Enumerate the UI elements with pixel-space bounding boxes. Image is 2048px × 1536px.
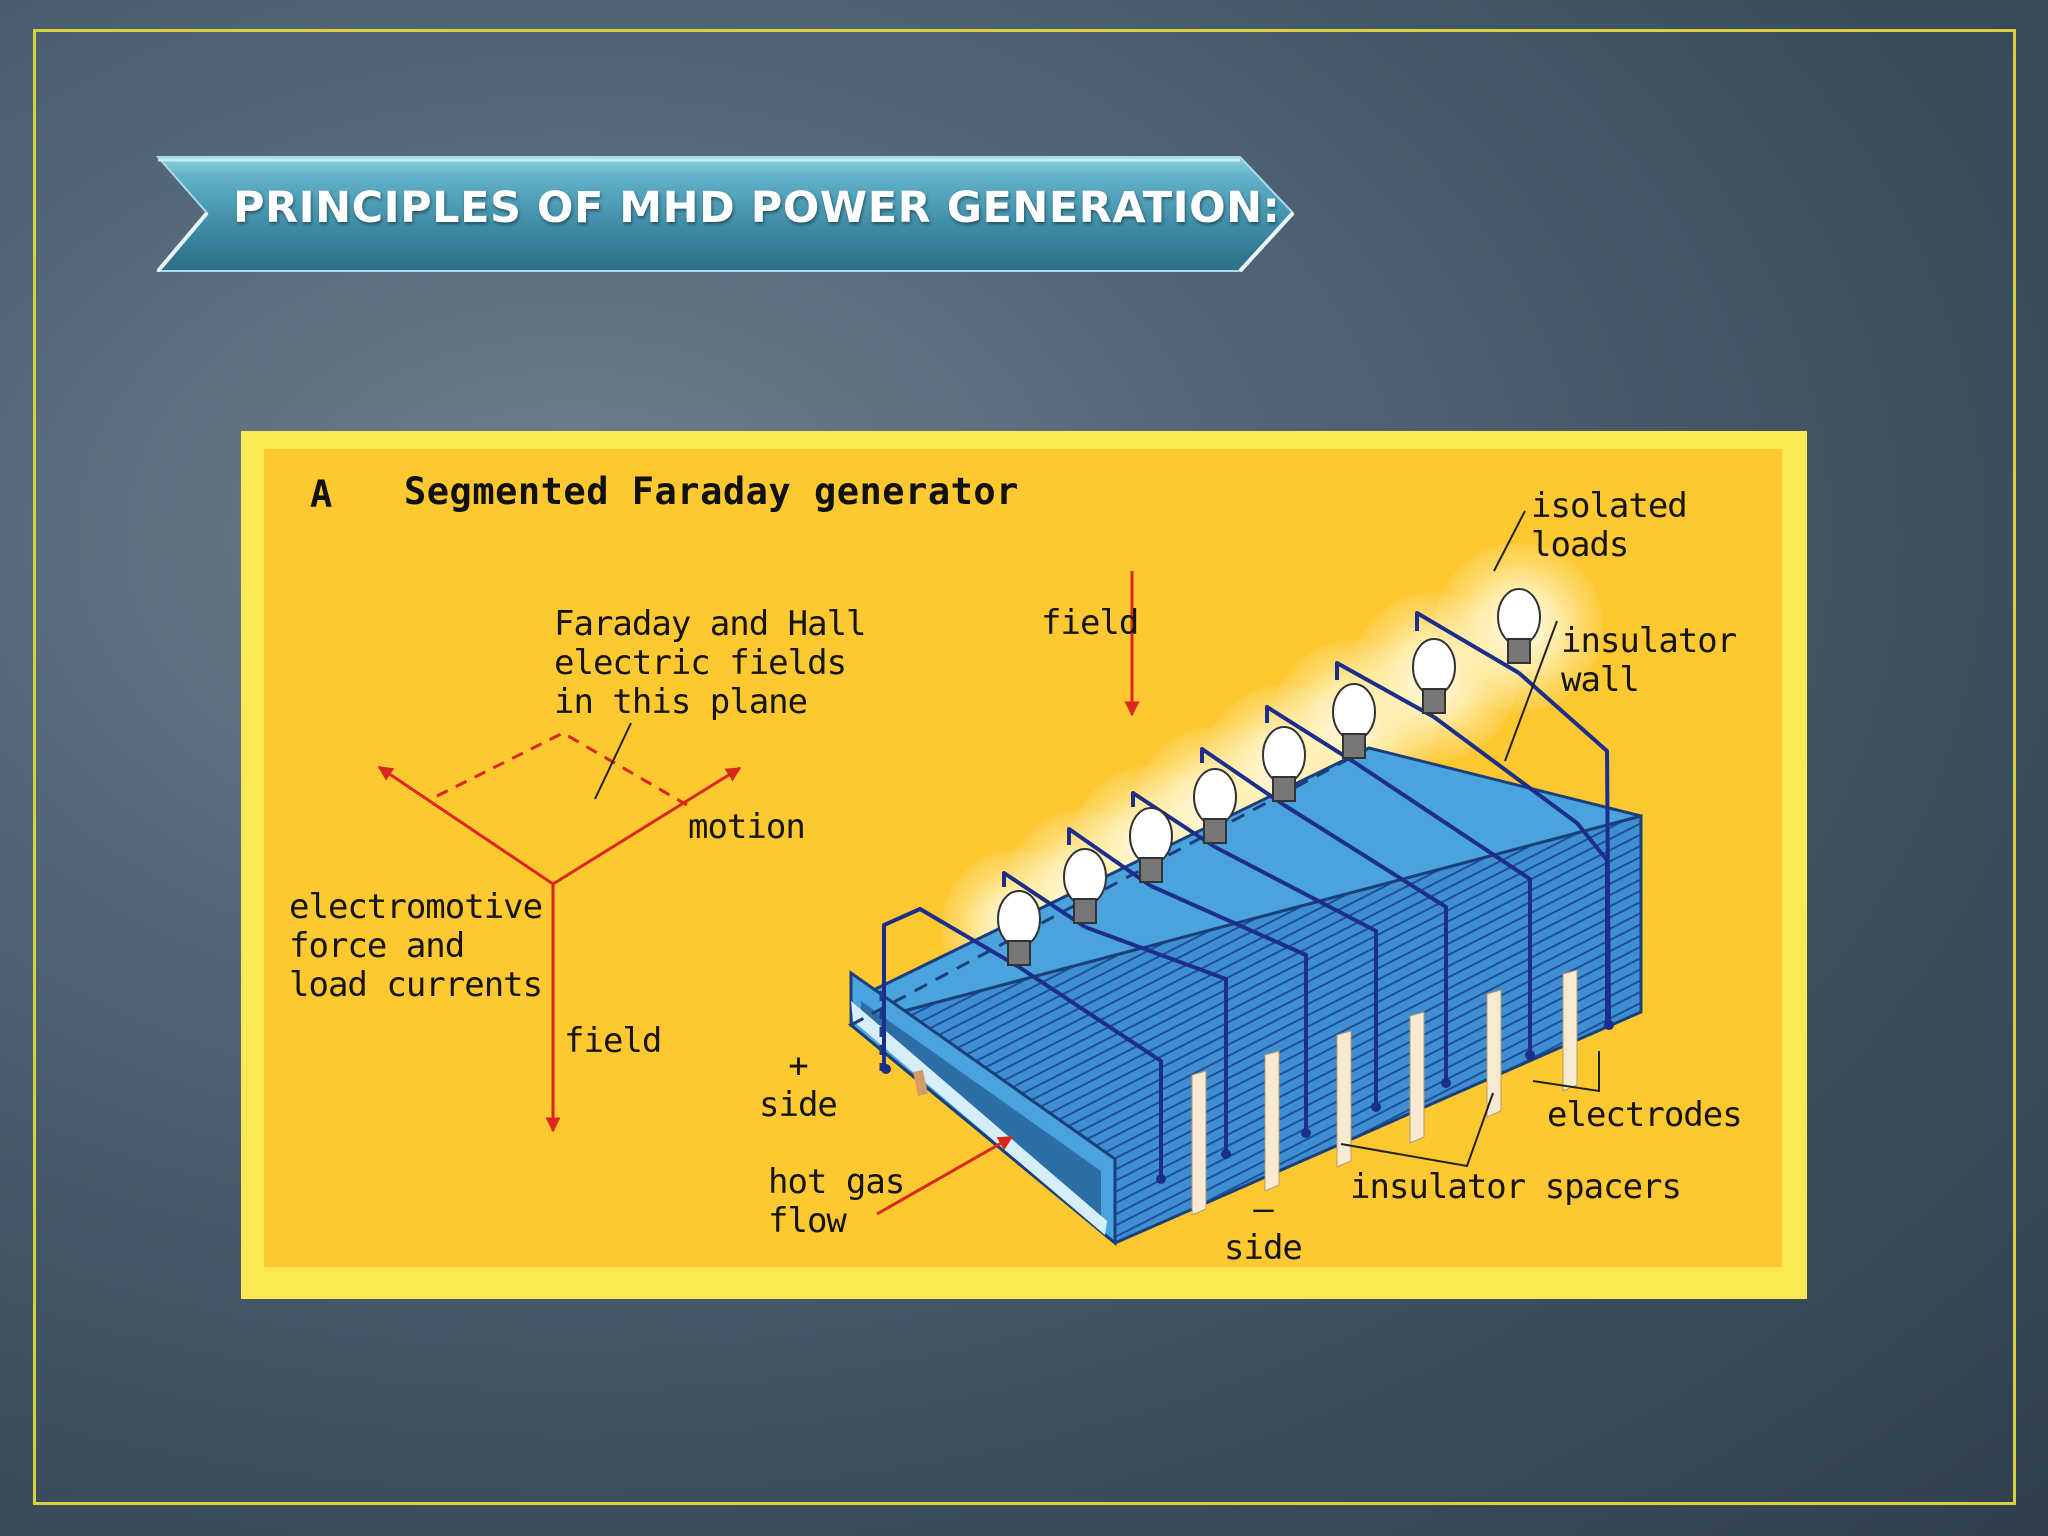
bulb-8 (1497, 588, 1541, 664)
bulb-1 (997, 890, 1041, 966)
load-wires (881, 611, 1614, 1184)
field-axis-label: field (564, 1021, 662, 1061)
motion-label: motion (688, 807, 806, 847)
faraday-hall-label: Faraday and Hall electric fields in this… (554, 604, 867, 722)
insulator-wall-label: insulator wall (1561, 621, 1737, 700)
mhd-channel (847, 746, 1643, 1247)
bulb-2 (1063, 848, 1107, 924)
motion-axis-arrow (552, 766, 742, 886)
title-banner (155, 156, 1295, 273)
bulb-3 (1129, 807, 1173, 883)
panel-letter: A (310, 473, 333, 516)
plus-side-label: + side (759, 1046, 838, 1125)
field-plane-dashes (436, 731, 688, 807)
slide-title: PRINCIPLES OF MHD POWER GENERATION: (233, 183, 1281, 233)
mhd-generator-diagram (377, 510, 1643, 1247)
insulator-spacers (1191, 969, 1578, 1216)
gas-flow-arrow (876, 1135, 1014, 1216)
slide-frame (33, 29, 2016, 1505)
isolated-loads-label: isolated loads (1531, 486, 1688, 565)
electrodes-label: electrodes (1547, 1095, 1743, 1135)
insulator-spacers-label: insulator spacers (1350, 1167, 1682, 1207)
bulb-5 (1262, 726, 1306, 802)
light-bulbs (997, 588, 1541, 966)
field-top-label: field (1041, 603, 1139, 643)
plane-leader (594, 722, 632, 800)
hot-gas-flow-label: hot gas flow (768, 1162, 905, 1241)
axis-diagram (377, 722, 742, 1133)
emf-label: electromotive force and load currents (289, 887, 543, 1005)
bulb-6 (1332, 683, 1376, 759)
minus-side-label: – side (1224, 1189, 1303, 1268)
bulb-4 (1193, 768, 1237, 844)
bulb-7 (1412, 638, 1456, 714)
leader-lines (1340, 510, 1600, 1168)
emf-axis-arrow (377, 765, 554, 886)
figure-heading: Segmented Faraday generator (404, 470, 1019, 513)
